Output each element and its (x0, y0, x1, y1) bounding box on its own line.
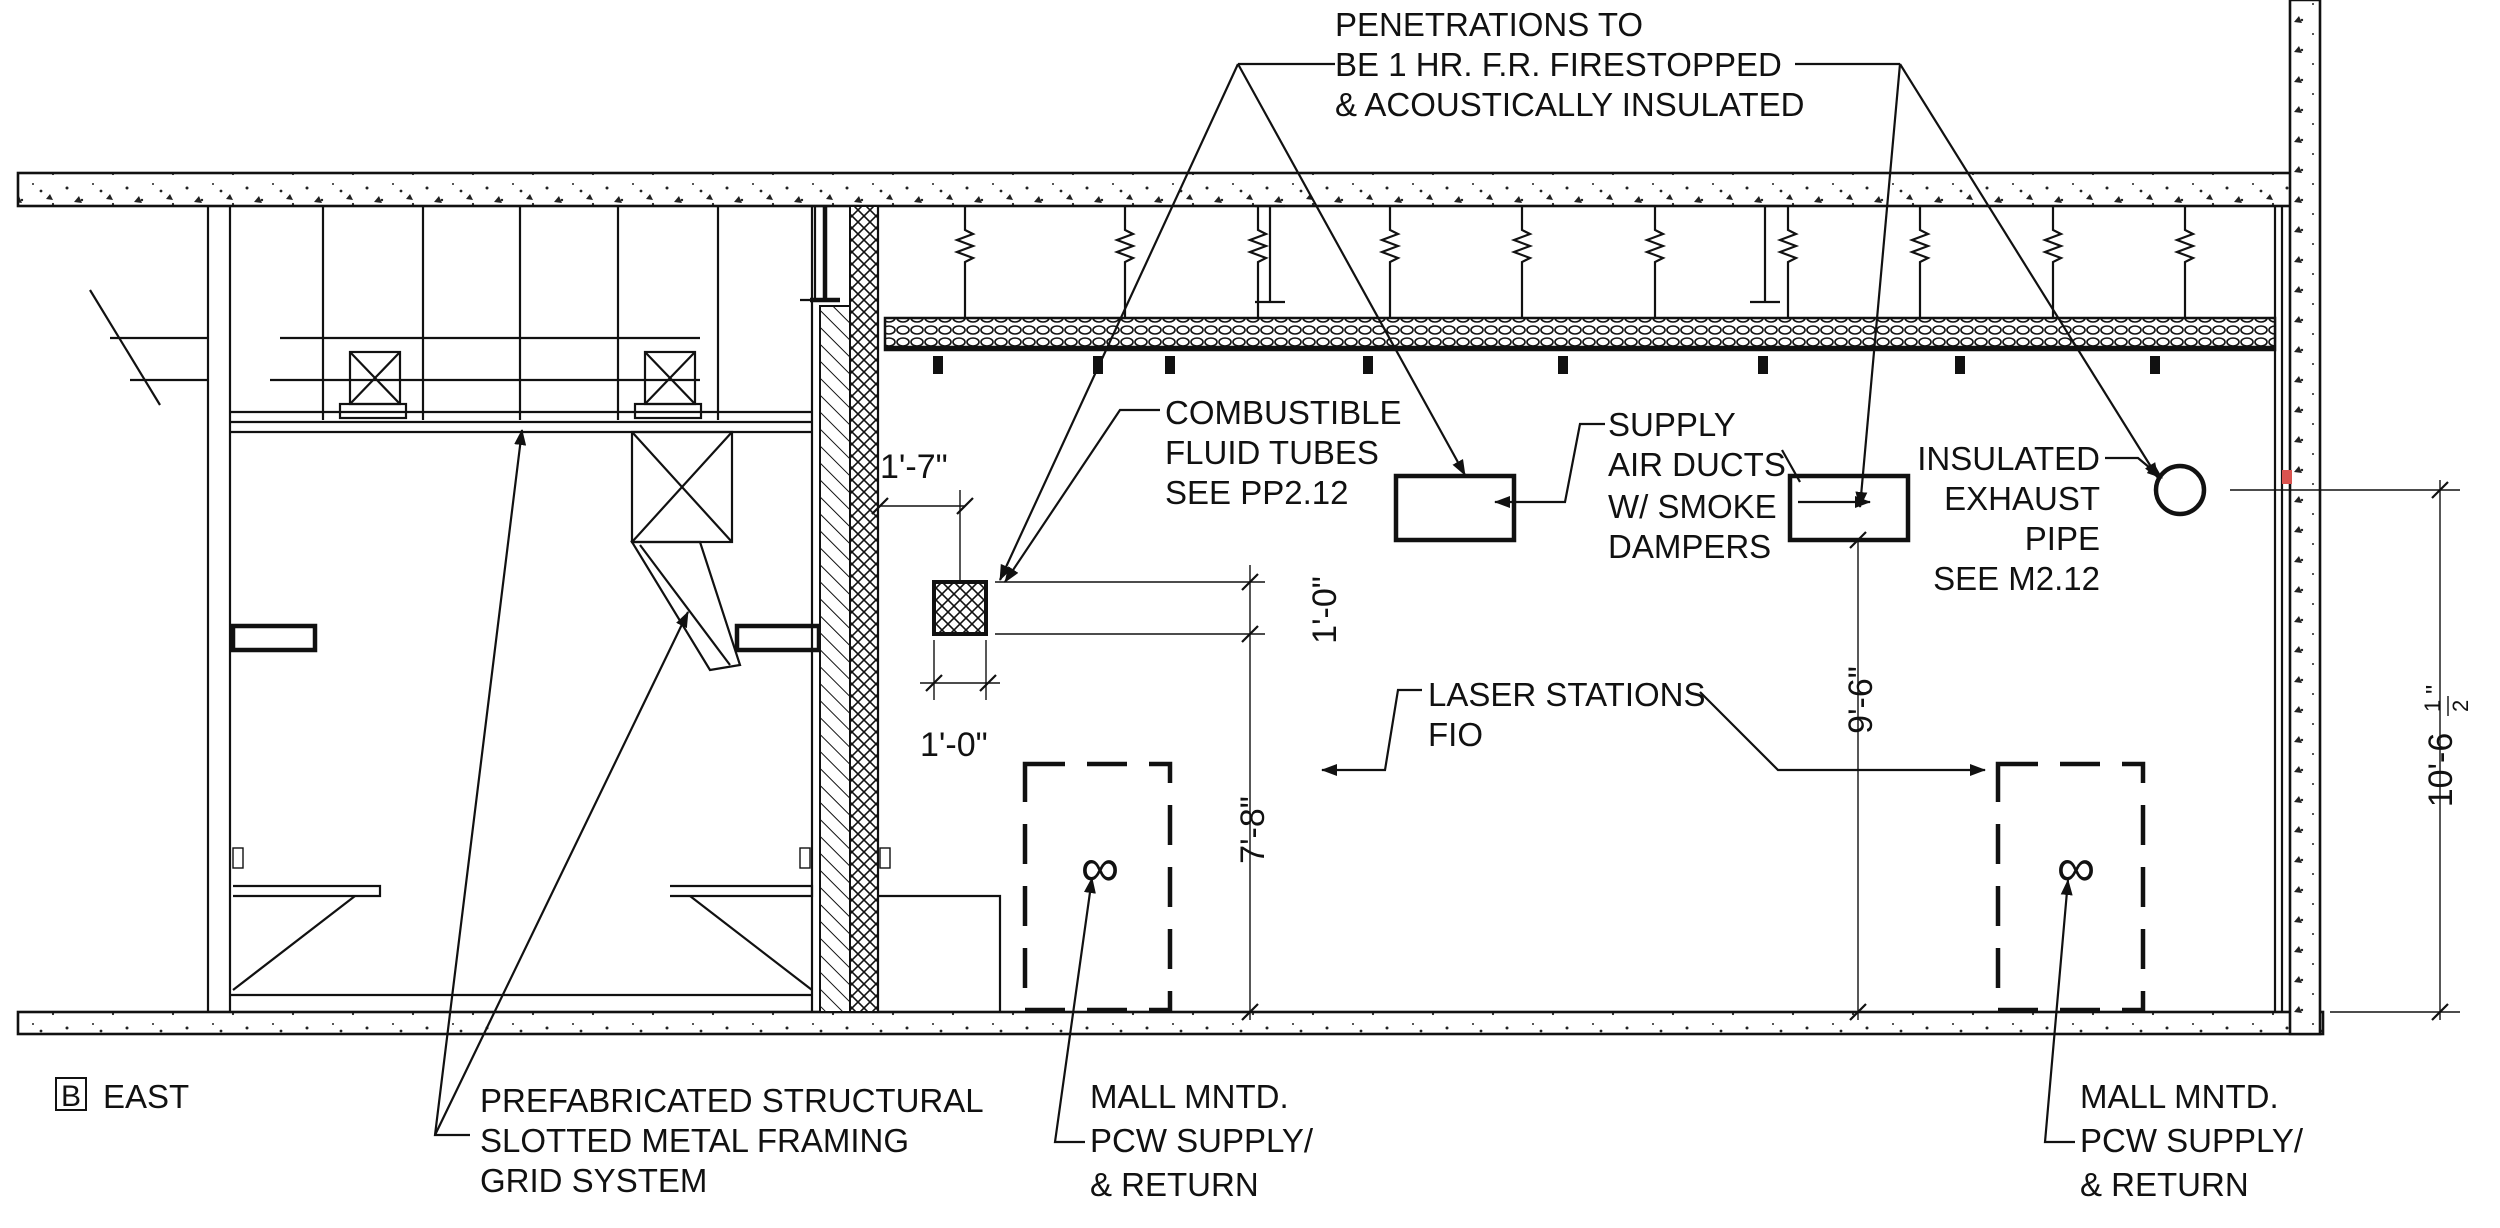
laser-station-left (1022, 761, 1173, 1013)
laser-station-right (1995, 761, 2146, 1013)
dim-9-6: 9'-6" (1842, 666, 1880, 734)
wall-marker (2282, 470, 2292, 484)
svg-text:MALL MNTD.: MALL MNTD. (1090, 1078, 1289, 1115)
svg-text:": " (2420, 685, 2450, 694)
right-wall (2288, 0, 2322, 1036)
svg-text:SEE PP2.12: SEE PP2.12 (1165, 474, 1348, 511)
svg-text:FIO: FIO (1428, 716, 1483, 753)
note-framing: PREFABRICATED STRUCTURAL SLOTTED METAL F… (480, 1082, 984, 1199)
left-room (89, 206, 822, 1012)
svg-text:1: 1 (2420, 700, 2445, 712)
dim-tube-width: 1'-0" (920, 726, 988, 764)
svg-text:& RETURN: & RETURN (1090, 1166, 1259, 1203)
svg-text:& ACOUSTICALLY INSULATED: & ACOUSTICALLY INSULATED (1335, 86, 1804, 123)
station-symbol-right: ∞ (2057, 838, 2096, 898)
svg-text:W/ SMOKE: W/ SMOKE (1608, 488, 1777, 525)
note-fluid-tubes: COMBUSTIBLE FLUID TUBES SEE PP2.12 (1165, 394, 1402, 511)
note-laser-stations: LASER STATIONS FIO (1428, 676, 1706, 753)
equipment (932, 463, 2330, 1013)
section-tag: B EAST (55, 1077, 189, 1115)
note-pcw-right: MALL MNTD. PCW SUPPLY/ & RETURN (2080, 1078, 2304, 1203)
svg-text:2: 2 (2448, 700, 2473, 712)
svg-text:MALL MNTD.: MALL MNTD. (2080, 1078, 2279, 1115)
svg-text:10'-6: 10'-6 (2422, 733, 2460, 808)
svg-text:COMBUSTIBLE: COMBUSTIBLE (1165, 394, 1402, 431)
dim-10-6-half: 10'-6 1 2 " (2420, 685, 2473, 808)
section-tag-label: EAST (103, 1078, 189, 1115)
leader-lines (433, 62, 2163, 1144)
svg-text:SEE M2.12: SEE M2.12 (1933, 560, 2100, 597)
svg-text:EXHAUST: EXHAUST (1944, 480, 2100, 517)
note-supply-ducts: SUPPLY AIR DUCTS W/ SMOKE DAMPERS (1608, 406, 1786, 565)
floor-slab (16, 1010, 2325, 1036)
station-symbol-left: ∞ (1081, 838, 1120, 898)
svg-text:PCW SUPPLY/: PCW SUPPLY/ (1090, 1122, 1314, 1159)
svg-text:LASER STATIONS: LASER STATIONS (1428, 676, 1706, 713)
section-tag-box (55, 1077, 87, 1111)
dim-tube-height: 1'-0" (1306, 576, 1344, 644)
svg-text:DAMPERS: DAMPERS (1608, 528, 1771, 565)
note-penetrations: PENETRATIONS TO BE 1 HR. F.R. FIRESTOPPE… (1335, 6, 1804, 123)
svg-text:SLOTTED METAL FRAMING: SLOTTED METAL FRAMING (480, 1122, 909, 1159)
slabs (16, 0, 2325, 1036)
exhaust-pipe (2153, 463, 2207, 517)
note-exhaust-pipe: INSULATED EXHAUST PIPE SEE M2.12 (1917, 440, 2100, 597)
dim-1-7: 1'-7" (880, 448, 948, 486)
dim-7-8: 7'-8" (1234, 796, 1272, 864)
fluid-tube-bundle (932, 580, 988, 636)
section-tag-letter: B (61, 1080, 81, 1113)
svg-text:PIPE: PIPE (2025, 520, 2100, 557)
svg-text:PENETRATIONS TO: PENETRATIONS TO (1335, 6, 1643, 43)
roof-slab (16, 171, 2312, 208)
svg-text:AIR DUCTS: AIR DUCTS (1608, 446, 1786, 483)
dimension-lines (871, 480, 2460, 1021)
svg-text:PCW SUPPLY/: PCW SUPPLY/ (2080, 1122, 2304, 1159)
supply-duct-left (1393, 473, 1517, 543)
note-pcw-left: MALL MNTD. PCW SUPPLY/ & RETURN (1090, 1078, 1314, 1203)
svg-text:FLUID TUBES: FLUID TUBES (1165, 434, 1379, 471)
svg-text:INSULATED: INSULATED (1917, 440, 2100, 477)
svg-text:GRID SYSTEM: GRID SYSTEM (480, 1162, 707, 1199)
ceiling-assembly (800, 204, 2277, 374)
svg-text:SUPPLY: SUPPLY (1608, 406, 1736, 443)
supply-duct-right (1787, 473, 1911, 543)
svg-text:& RETURN: & RETURN (2080, 1166, 2249, 1203)
svg-text:PREFABRICATED STRUCTURAL: PREFABRICATED STRUCTURAL (480, 1082, 984, 1119)
partition-wall (810, 205, 1002, 1013)
svg-text:BE 1 HR. F.R. FIRESTOPPED: BE 1 HR. F.R. FIRESTOPPED (1335, 46, 1782, 83)
